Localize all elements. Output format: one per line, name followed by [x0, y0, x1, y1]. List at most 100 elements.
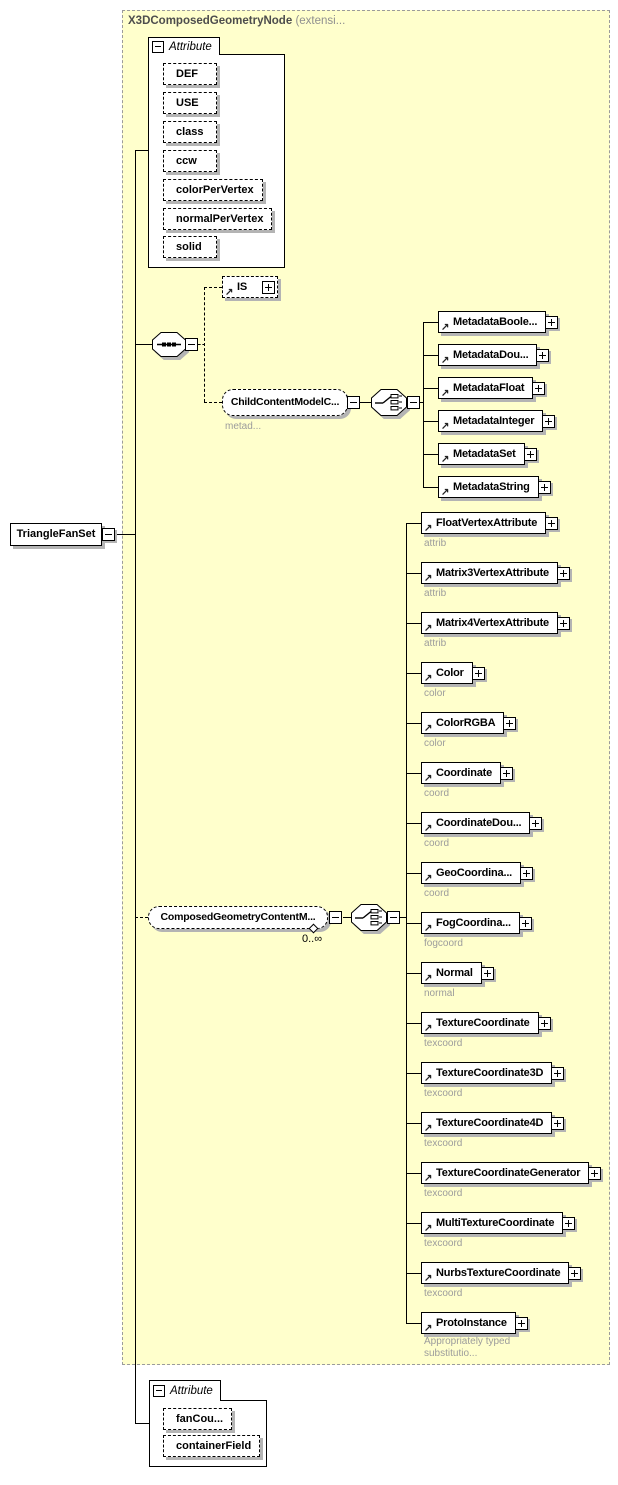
node-texture-coordinate[interactable]: ↗TextureCoordinate [421, 1012, 551, 1034]
node-matrix3-vertex-attribute[interactable]: ↗Matrix3VertexAttribute [421, 562, 570, 584]
expand-icon[interactable] [471, 667, 485, 680]
element-reference-icon: ↗ [424, 673, 433, 684]
element-reference-icon: ↗ [424, 1073, 433, 1084]
node-label: Coordinate [436, 767, 493, 779]
expand-icon[interactable] [514, 1317, 528, 1330]
node-color-rgba[interactable]: ↗ColorRGBA [421, 712, 517, 734]
node-label: TextureCoordinate3D [436, 1067, 544, 1079]
node-triangle-fan-set[interactable]: TriangleFanSet [10, 523, 102, 546]
connector-line [135, 150, 148, 151]
node-texture-coordinate-generator[interactable]: ↗TextureCoordinateGenerator [421, 1162, 602, 1184]
node-nurbs-texture-coordinate[interactable]: ↗NurbsTextureCoordinate [421, 1262, 582, 1284]
node-metadata-string[interactable]: ↗MetadataString [438, 476, 551, 498]
node-label: MetadataInteger [453, 415, 535, 427]
element-reference-icon: ↗ [424, 1223, 433, 1234]
node-metadata-float[interactable]: ↗MetadataFloat [438, 377, 546, 399]
expand-icon[interactable] [551, 1067, 565, 1080]
expand-icon[interactable] [520, 867, 534, 880]
element-reference-icon: ↗ [424, 1323, 433, 1334]
attribute-use[interactable]: USE [163, 92, 217, 114]
expand-icon[interactable] [503, 717, 517, 730]
group-annotation: metad... [225, 421, 262, 432]
node-fog-coordinate[interactable]: ↗FogCoordina... [421, 912, 532, 934]
expand-icon[interactable] [518, 917, 532, 930]
node-metadata-boolean[interactable]: ↗MetadataBoole... [438, 311, 559, 333]
node-texture-coordinate-3d[interactable]: ↗TextureCoordinate3D [421, 1062, 565, 1084]
attribute-normal-per-vertex[interactable]: normalPerVertex [163, 208, 273, 230]
node-sub-label: coord [424, 838, 450, 849]
node-is[interactable]: ↗ IS [222, 276, 278, 298]
node-proto-instance[interactable]: ↗ProtoInstance [421, 1312, 528, 1334]
collapse-icon[interactable] [347, 396, 360, 409]
attribute-color-per-vertex[interactable]: colorPerVertex [163, 179, 263, 201]
node-sub-label: coord [424, 888, 450, 899]
node-metadata-double[interactable]: ↗MetadataDou... [438, 344, 550, 366]
element-reference-icon: ↗ [424, 523, 433, 534]
connector-line [406, 873, 421, 874]
element-reference-icon: ↗ [441, 388, 450, 399]
node-sub-label: color [424, 738, 446, 749]
node-color[interactable]: ↗Color [421, 662, 485, 684]
expand-icon[interactable] [542, 415, 556, 428]
node-normal[interactable]: ↗Normal [421, 962, 494, 984]
node-sub-label: texcoord [424, 1088, 463, 1099]
expand-icon[interactable] [480, 967, 494, 980]
expand-icon[interactable] [562, 1217, 576, 1230]
attribute-solid[interactable]: solid [163, 236, 217, 258]
node-coordinate[interactable]: ↗Coordinate [421, 762, 514, 784]
connector-line-dashed [204, 287, 205, 402]
expand-icon[interactable] [556, 567, 570, 580]
node-matrix4-vertex-attribute[interactable]: ↗Matrix4VertexAttribute [421, 612, 570, 634]
group-composed-geometry-content-label: ComposedGeometryContentM... [160, 911, 316, 923]
element-reference-icon: ↗ [424, 1023, 433, 1034]
element-reference-icon: ↗ [441, 454, 450, 465]
element-reference-icon: ↗ [424, 723, 433, 734]
collapse-icon[interactable] [152, 40, 164, 53]
attribute-ccw-label: ccw [176, 155, 197, 167]
expand-icon[interactable] [500, 767, 514, 780]
node-label: MetadataBoole... [453, 316, 538, 328]
connector-line [406, 573, 421, 574]
group-composed-geometry-content[interactable]: ComposedGeometryContentM... [148, 906, 328, 929]
node-label: TextureCoordinate [436, 1017, 530, 1029]
element-reference-icon: ↗ [424, 773, 433, 784]
expand-icon[interactable] [529, 817, 543, 830]
attribute-group-bottom-label: Attribute [170, 1385, 213, 1397]
attribute-class[interactable]: class [163, 121, 217, 143]
expand-icon[interactable] [536, 349, 550, 362]
connector-line [423, 322, 438, 323]
attribute-ccw[interactable]: ccw [163, 150, 217, 172]
collapse-icon[interactable] [185, 338, 198, 351]
collapse-icon[interactable] [153, 1385, 165, 1397]
node-geo-coordinate[interactable]: ↗GeoCoordina... [421, 862, 534, 884]
node-sub-label: texcoord [424, 1138, 463, 1149]
expand-icon[interactable] [262, 281, 275, 294]
expand-icon[interactable] [523, 448, 537, 461]
node-texture-coordinate-4d[interactable]: ↗TextureCoordinate4D [421, 1112, 565, 1134]
collapse-icon[interactable] [407, 396, 420, 409]
expand-icon[interactable] [537, 1017, 551, 1030]
expand-icon[interactable] [537, 481, 551, 494]
node-metadata-integer[interactable]: ↗MetadataInteger [438, 410, 556, 432]
node-multi-texture-coordinate[interactable]: ↗MultiTextureCoordinate [421, 1212, 576, 1234]
attribute-container-field[interactable]: containerField [163, 1435, 261, 1457]
collapse-icon[interactable] [387, 911, 400, 924]
collapse-icon[interactable] [329, 911, 342, 924]
expand-icon[interactable] [551, 1117, 565, 1130]
collapse-icon[interactable] [102, 528, 115, 541]
expand-icon[interactable] [568, 1267, 582, 1280]
node-float-vertex-attribute[interactable]: ↗FloatVertexAttribute [421, 512, 559, 534]
group-child-content-model[interactable]: ChildContentModelC... [222, 389, 348, 416]
node-coordinate-double[interactable]: ↗CoordinateDou... [421, 812, 543, 834]
attribute-container-field-label: containerField [176, 1440, 252, 1452]
node-sub-label: Appropriately typed substitutio... [424, 1336, 511, 1359]
attribute-def[interactable]: DEF [163, 63, 217, 85]
expand-icon[interactable] [532, 382, 546, 395]
attribute-fan-count[interactable]: fanCou... [163, 1408, 233, 1430]
expand-icon[interactable] [556, 617, 570, 630]
container-title-suffix: (extensi... [295, 15, 346, 27]
expand-icon[interactable] [545, 517, 559, 530]
expand-icon[interactable] [545, 316, 559, 329]
expand-icon[interactable] [588, 1167, 602, 1180]
node-metadata-set[interactable]: ↗MetadataSet [438, 443, 537, 465]
